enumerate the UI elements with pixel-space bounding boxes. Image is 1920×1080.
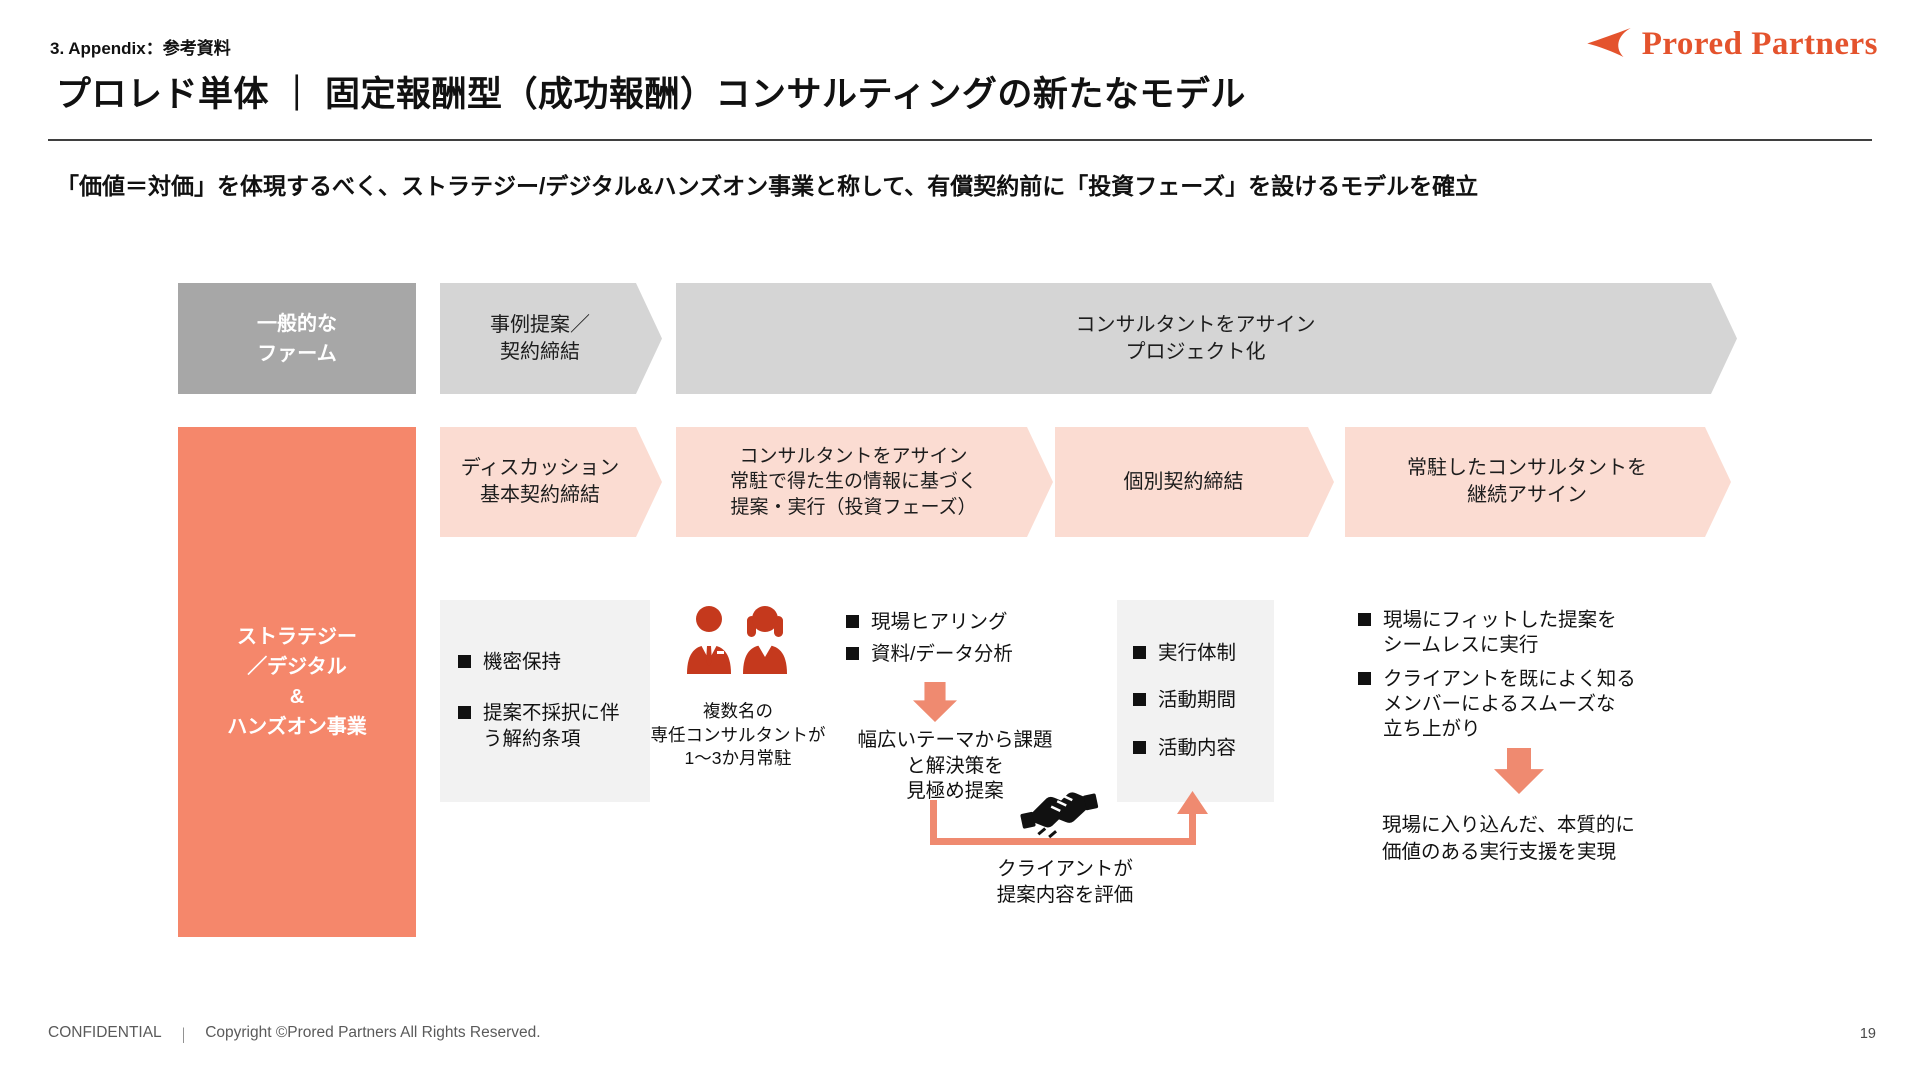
bullet-text: 現場にフィットした提案を シームレスに実行: [1383, 609, 1617, 657]
handshake-icon: [1015, 776, 1106, 852]
prored-step-contract: 個別契約締結: [1055, 427, 1334, 537]
page-number: 19: [1859, 1026, 1876, 1042]
down-arrow-icon: [913, 682, 957, 722]
footer: CONFIDENTIAL ｜ Copyright ©Prored Partner…: [48, 1024, 541, 1046]
consultant-female-icon: [742, 604, 788, 679]
bullet-square-icon: [846, 615, 859, 628]
general-firm-label: 一般的な ファーム: [178, 283, 416, 394]
list-item: 活動期間: [1133, 688, 1236, 713]
field-work-list: 現場ヒアリング 資料/データ分析: [846, 610, 1013, 668]
residence-caption: 複数名の 専任コンサルタントが 1〜3か月常駐: [650, 701, 826, 769]
list-item: 提案不採択に伴 う解約条項: [458, 701, 620, 752]
list-item: 資料/データ分析: [846, 642, 1013, 667]
continuation-outcome-text: 現場に入り込んだ、本質的に 価値のある実行支援を実現: [1382, 814, 1635, 864]
list-item: 活動内容: [1133, 736, 1236, 761]
bullet-square-icon: [1358, 671, 1371, 685]
list-item: クライアントを既によく知る メンバーによるスムーズな 立ち上がり: [1358, 667, 1708, 743]
bullet-square-icon: [1358, 613, 1371, 626]
prored-business-label: ストラテジー ／デジタル & ハンズオン事業: [178, 427, 416, 937]
field-outcome-text: 幅広いテーマから課題 と解決策を 見極め提案: [857, 729, 1053, 803]
evaluation-connector: [930, 800, 937, 845]
title-divider: [48, 139, 1872, 141]
slide-message: 「価値＝対価」を体現するべく、ストラテジー/デジタル&ハンズオン事業と称して、有…: [56, 173, 1479, 199]
down-arrow-icon: [1494, 748, 1544, 794]
prored-step-investment-phase: コンサルタントをアサイン 常駐で得た生の情報に基づく 提案・実行（投資フェーズ）: [676, 427, 1053, 537]
bullet-text: 資料/データ分析: [871, 643, 1013, 666]
page-title: プロレド単体 ｜ 固定報酬型（成功報酬）コンサルティングの新たなモデル: [56, 75, 1246, 114]
bullet-text: 提案不採択に伴 う解約条項: [483, 702, 620, 750]
continuation-list: 現場にフィットした提案を シームレスに実行 クライアントを既によく知る メンバー…: [1358, 608, 1708, 743]
bullet-text: クライアントを既によく知る メンバーによるスムーズな 立ち上がり: [1383, 667, 1636, 741]
prored-step-continue: 常駐したコンサルタントを 継続アサイン: [1345, 427, 1731, 537]
contract-terms-panel: 機密保持 提案不採択に伴 う解約条項: [440, 600, 650, 802]
bullet-text: 現場ヒアリング: [871, 611, 1008, 633]
bullet-square-icon: [1133, 740, 1146, 754]
consultant-icons: [686, 604, 788, 679]
list-item: 実行体制: [1133, 641, 1236, 666]
company-logo: Prored Partners: [1585, 26, 1878, 63]
general-step-assign: コンサルタントをアサイン プロジェクト化: [676, 283, 1737, 394]
logo-swoosh-icon: [1585, 27, 1633, 63]
bullet-square-icon: [846, 647, 859, 661]
evaluation-note: クライアントが 提案内容を評価: [996, 858, 1134, 907]
bullet-square-icon: [1133, 693, 1146, 707]
general-step-proposal: 事例提案／ 契約締結: [440, 283, 662, 394]
bullet-square-icon: [1133, 645, 1146, 659]
bullet-text: 活動内容: [1158, 736, 1237, 759]
bullet-text: 活動期間: [1158, 689, 1237, 712]
consultant-male-icon: [686, 604, 732, 679]
logo-wordmark: Prored Partners: [1641, 26, 1878, 62]
list-item: 現場ヒアリング: [846, 610, 1013, 635]
list-item: 現場にフィットした提案を シームレスに実行: [1358, 608, 1708, 659]
bullet-square-icon: [458, 706, 471, 720]
copyright-text: Copyright ©Prored Partners All Rights Re…: [205, 1024, 541, 1041]
agreement-panel: 実行体制 活動期間 活動内容: [1117, 600, 1274, 802]
confidential-label: CONFIDENTIAL: [48, 1024, 162, 1041]
evaluation-connector: [1189, 812, 1196, 845]
bullet-square-icon: [458, 654, 471, 668]
bullet-text: 機密保持: [483, 650, 562, 673]
evaluation-connector: [930, 838, 1196, 845]
list-item: 機密保持: [458, 650, 561, 675]
prored-step-discussion: ディスカッション 基本契約締結: [440, 427, 662, 537]
footer-separator: ｜: [175, 1028, 192, 1045]
bullet-text: 実行体制: [1158, 641, 1237, 664]
section-eyebrow: 3. Appendix：参考資料: [50, 39, 231, 58]
